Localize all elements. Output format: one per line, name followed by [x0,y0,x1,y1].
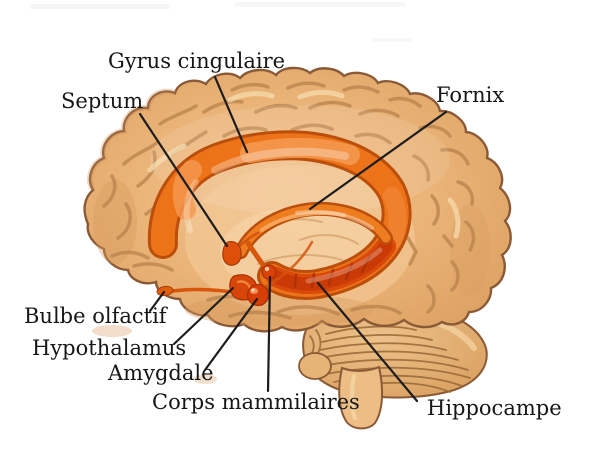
leader-line-fornix [308,110,448,211]
leader-line-amygdale [203,297,259,372]
ring-sheen [183,147,383,284]
leader-line-corps-mammilaires [266,275,272,393]
leader-line-hippocampe [316,281,419,403]
label-amygdale: Amygdale [108,361,214,385]
label-gyrus-cingulaire: Gyrus cingulaire [108,49,286,73]
pons-bump [298,352,332,380]
leader-lines [138,75,448,403]
label-bulbe-olfactif: Bulbe olfactif [24,304,167,328]
label-corps-mammilaires: Corps mammilaires [152,390,360,414]
amygdala-blob [246,283,270,307]
label-hypothalamus: Hypothalamus [32,336,187,360]
septum-blob [222,241,242,266]
hippocampus-segments [293,254,372,289]
label-septum: Septum [61,89,144,113]
scan-artifacts [30,2,412,42]
brainstem-stalk [338,365,384,430]
limbic-system [147,130,412,307]
label-fornix: Fornix [436,83,505,107]
leader-line-bulbe-olfactif [148,290,166,313]
brainstem [298,352,384,430]
cortex-highlights [147,89,461,239]
olfactory-bulb-blob [156,285,174,297]
leader-line-gyrus-cingulaire [213,75,249,154]
leader-line-hypothalamus [172,286,235,346]
leader-line-septum [138,112,229,248]
label-hippocampe: Hippocampe [427,396,562,420]
